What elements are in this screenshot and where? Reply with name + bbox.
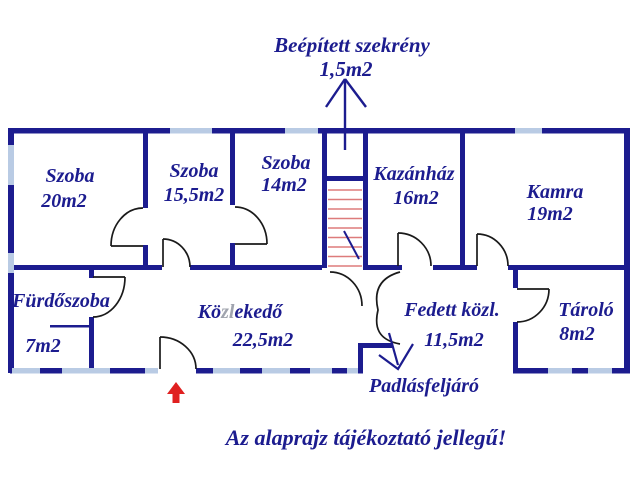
- doors: [92, 206, 550, 370]
- window-south-5: [262, 368, 290, 374]
- wall-porch-step-v: [358, 343, 363, 373]
- window-south-1: [12, 368, 40, 374]
- room-label-szoba14: Szoba: [262, 152, 311, 174]
- wall-tarolo-left-upper: [513, 267, 518, 288]
- door-furdoszoba: [92, 276, 126, 318]
- window-south-4: [213, 368, 240, 374]
- room-area-tarolo: 8m2: [559, 323, 595, 345]
- wall-stair-right: [363, 131, 368, 268]
- window-south-tarolo-1: [548, 368, 572, 374]
- disclaimer-text: Az alaprajz tájékoztató jellegű!: [224, 425, 507, 450]
- wall-mid-right-c: [508, 265, 630, 270]
- wall-porch-step-h: [358, 343, 392, 348]
- window-south-tarolo-2: [588, 368, 612, 374]
- wall-stair-landing: [322, 176, 368, 181]
- wall-north: [10, 128, 630, 134]
- door-stair-kozlekedo: [329, 271, 363, 307]
- wall-szoba155-szoba14-lower: [230, 243, 235, 267]
- wall-furdoszoba-right-lower: [89, 317, 94, 368]
- wall-mid-right-b: [433, 265, 477, 270]
- room-area-kazanhaz: 16m2: [393, 187, 439, 209]
- door-kamra: [476, 233, 509, 267]
- door-kozlekedo-fedett: [375, 271, 401, 345]
- window-north-1: [170, 128, 212, 134]
- wall-furdoszoba-fixture: [50, 325, 91, 328]
- door-szoba155-kozlekedo: [162, 238, 191, 268]
- window-south-2: [62, 368, 110, 374]
- room-label-kazanhaz: Kazánház: [372, 163, 454, 185]
- windows: [8, 128, 612, 374]
- window-west-2: [8, 253, 14, 273]
- wall-east: [624, 128, 630, 373]
- wall-szoba155-szoba14-upper: [230, 131, 235, 205]
- door-main-entrance: [159, 336, 197, 370]
- room-area-szoba155: 15,5m2: [164, 184, 225, 206]
- attic-arrow: [378, 332, 414, 371]
- wall-tarolo-left-lower: [513, 322, 518, 368]
- wall-mid-left-b: [190, 265, 322, 270]
- door-szoba20-szoba155: [110, 207, 144, 247]
- room-area-szoba14: 14m2: [261, 174, 307, 196]
- interior-walls: [10, 131, 630, 368]
- window-west-1: [8, 145, 14, 185]
- wall-szoba20-szoba155-lower: [143, 245, 148, 267]
- room-label-szoba20: Szoba: [46, 165, 95, 187]
- window-north-2: [285, 128, 318, 134]
- staircase: [328, 189, 362, 267]
- window-south-6: [310, 368, 332, 374]
- room-area-kamra: 19m2: [527, 203, 573, 225]
- wall-mid-right-a: [363, 265, 402, 270]
- wall-stair-left: [322, 131, 327, 268]
- wardrobe-area: 1,5m2: [319, 57, 373, 81]
- wardrobe-label: Beépített szekrény: [273, 33, 430, 57]
- wall-szoba20-szoba155-upper: [143, 131, 148, 208]
- room-area-furdoszoba: 7m2: [25, 335, 61, 357]
- window-north-3: [515, 128, 542, 134]
- room-label-fedett: Fedett közl.: [403, 299, 500, 321]
- room-label-furdoszoba: Fürdőszoba: [11, 290, 110, 312]
- room-label-szoba155: Szoba: [170, 160, 219, 182]
- window-south-7: [347, 368, 358, 374]
- door-kazanhaz: [397, 232, 432, 267]
- door-szoba155-szoba14: [234, 206, 268, 245]
- wall-mid-left-a: [10, 265, 162, 270]
- entrance-arrow: [167, 382, 185, 403]
- wall-west: [8, 128, 14, 373]
- room-label-kamra: Kamra: [526, 181, 584, 203]
- attic-label: Padlásfeljáró: [368, 375, 479, 397]
- room-area-fedett: 11,5m2: [424, 329, 483, 351]
- room-label-kozlekedo: Közlekedő: [197, 301, 284, 323]
- stair-direction-line: [343, 230, 360, 260]
- room-area-kozlekedo: 22,5m2: [232, 329, 294, 351]
- wardrobe-arrow: [325, 78, 367, 150]
- entrance-door-gap: [158, 367, 196, 375]
- wall-furdoszoba-right-upper: [89, 270, 94, 278]
- window-south-3: [145, 368, 158, 374]
- door-tarolo: [516, 288, 550, 323]
- room-area-szoba20: 20m2: [40, 190, 87, 212]
- room-label-tarolo: Tároló: [558, 299, 614, 321]
- wall-kazanhaz-kamra: [460, 131, 465, 268]
